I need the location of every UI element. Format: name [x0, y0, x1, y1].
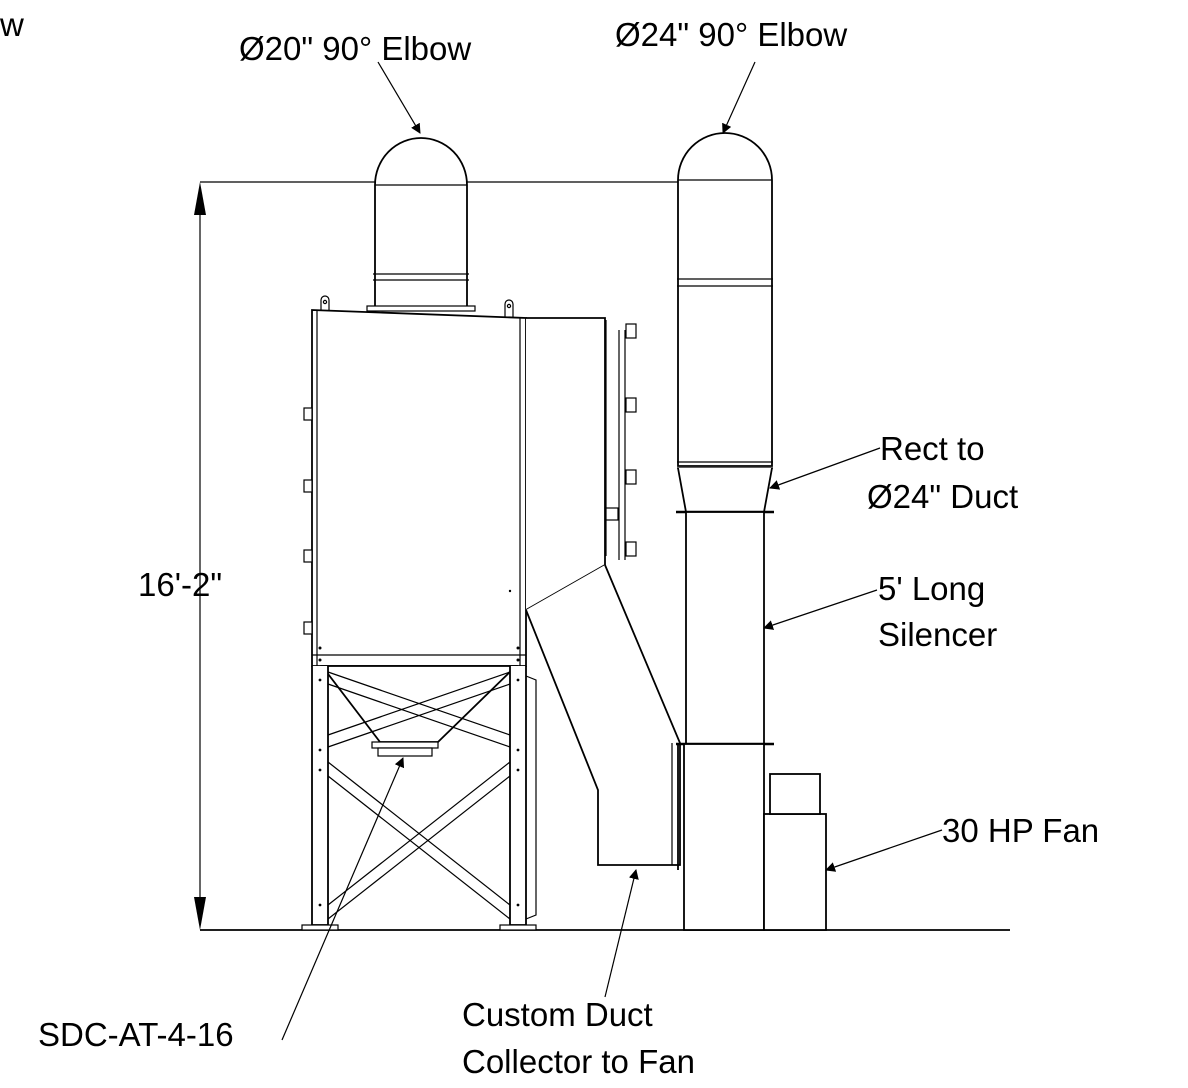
- transition: [677, 467, 773, 513]
- leader-lines: [281, 61, 943, 1041]
- custom-duct-label-line1: Custom Duct: [462, 996, 653, 1033]
- silencer-label-line1: 5' Long: [878, 570, 985, 607]
- fan-motor-base: [763, 813, 827, 931]
- height-dimension: [194, 181, 725, 930]
- height-dimension-label: 16'-2": [138, 566, 222, 603]
- fan-housing: [683, 743, 765, 931]
- elbow-20-outline: [374, 137, 468, 309]
- lifting-lug-left: [320, 295, 330, 316]
- cross-braces: [327, 671, 511, 920]
- corner-fragment-label: w: [0, 6, 24, 43]
- custom-duct-label-line2: Collector to Fan: [462, 1043, 695, 1080]
- custom-duct: [525, 564, 681, 870]
- fan-label: 30 HP Fan: [942, 812, 1099, 849]
- dust-collector: [301, 137, 637, 931]
- collector-cabinet: [311, 309, 527, 667]
- silencer-label-line2: Silencer: [878, 616, 997, 653]
- elbow-20-label: Ø20" 90° Elbow: [239, 30, 471, 67]
- elbow-24-label: Ø24" 90° Elbow: [615, 16, 847, 53]
- fan-motor: [769, 773, 821, 815]
- rect-to-duct-label-line2: Ø24" Duct: [867, 478, 1018, 515]
- silencer: [685, 511, 765, 745]
- elbow-24-outline: [677, 132, 773, 467]
- fan-stack: [676, 132, 827, 931]
- rect-to-duct-label-line1: Rect to: [880, 430, 985, 467]
- leg-right: [509, 666, 527, 926]
- lifting-lug-right: [504, 299, 514, 324]
- collector-model-label: SDC-AT-4-16: [38, 1016, 234, 1053]
- leg-left: [311, 666, 329, 926]
- side-plenum: [525, 317, 606, 611]
